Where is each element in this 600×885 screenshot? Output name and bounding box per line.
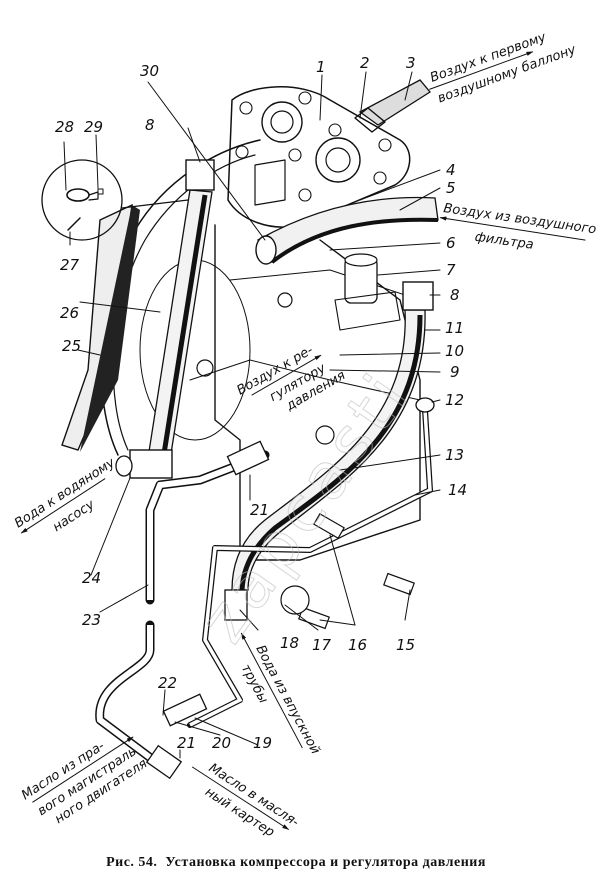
pipe-14 <box>187 397 435 728</box>
callout-4: 4 <box>446 161 456 179</box>
flow-air-to-tank: Воздух к первому воздушному баллону <box>428 30 578 107</box>
figure-caption: Рис. 54. Установка компрессора и регулято… <box>0 855 600 871</box>
callout-6: 6 <box>446 234 456 252</box>
leader-lines <box>63 71 441 759</box>
callout-5: 5 <box>446 179 456 197</box>
callout-25: 25 <box>62 337 81 355</box>
callout-11: 11 <box>445 319 464 337</box>
callout-numbers: 1 2 3 4 5 6 7 8 8 9 10 11 12 13 14 15 16… <box>55 54 467 752</box>
callout-18: 18 <box>280 634 299 652</box>
callout-7: 7 <box>446 261 456 279</box>
callout-10: 10 <box>445 342 464 360</box>
callout-30: 30 <box>140 62 159 80</box>
compressor-head <box>227 86 411 228</box>
callout-9: 9 <box>450 363 460 381</box>
callout-14: 14 <box>448 481 467 499</box>
outlet-hose <box>354 79 431 133</box>
compressor-block <box>189 224 421 561</box>
callout-24: 24 <box>82 569 101 587</box>
oil-pipe <box>95 440 270 780</box>
callout-21-upper: 21 <box>250 501 269 519</box>
callout-20: 20 <box>212 734 231 752</box>
annotation-text: фильтра <box>474 230 535 253</box>
annotation-text: Воздух из воздушного <box>442 201 597 237</box>
callout-16: 16 <box>348 636 367 654</box>
flow-air-from-filter: Воздух из воздушного фильтра <box>439 201 597 253</box>
caption-number: Рис. 54. <box>106 855 158 870</box>
callout-29: 29 <box>84 118 103 136</box>
callout-8-left: 8 <box>145 116 155 134</box>
callout-15: 15 <box>396 636 415 654</box>
callout-26: 26 <box>60 304 79 322</box>
drive-belt <box>61 203 140 452</box>
callout-21-lower: 21 <box>177 734 196 752</box>
intake-hose <box>255 196 439 265</box>
callout-22: 22 <box>158 674 177 692</box>
callout-13: 13 <box>445 446 464 464</box>
callout-28: 28 <box>55 118 74 136</box>
caption-title: Установка компрессора и регулятора давле… <box>165 855 486 870</box>
callout-1: 1 <box>316 58 326 76</box>
studs <box>280 512 415 630</box>
callout-12: 12 <box>445 391 464 409</box>
flow-oil-to-crankcase: Масло в масля- ный картер <box>191 761 302 840</box>
callout-8-right: 8 <box>450 286 460 304</box>
callout-19: 19 <box>253 734 272 752</box>
flow-water-to-pump: Вода к водяному насосу <box>12 455 118 535</box>
callout-17: 17 <box>312 636 332 654</box>
callout-23: 23 <box>82 611 101 629</box>
callout-3: 3 <box>406 54 416 72</box>
clamp-detail-inset <box>41 159 189 241</box>
callout-2: 2 <box>360 54 370 72</box>
water-hose-left <box>115 159 215 479</box>
callout-27: 27 <box>60 256 80 274</box>
water-hose-right <box>224 281 434 621</box>
